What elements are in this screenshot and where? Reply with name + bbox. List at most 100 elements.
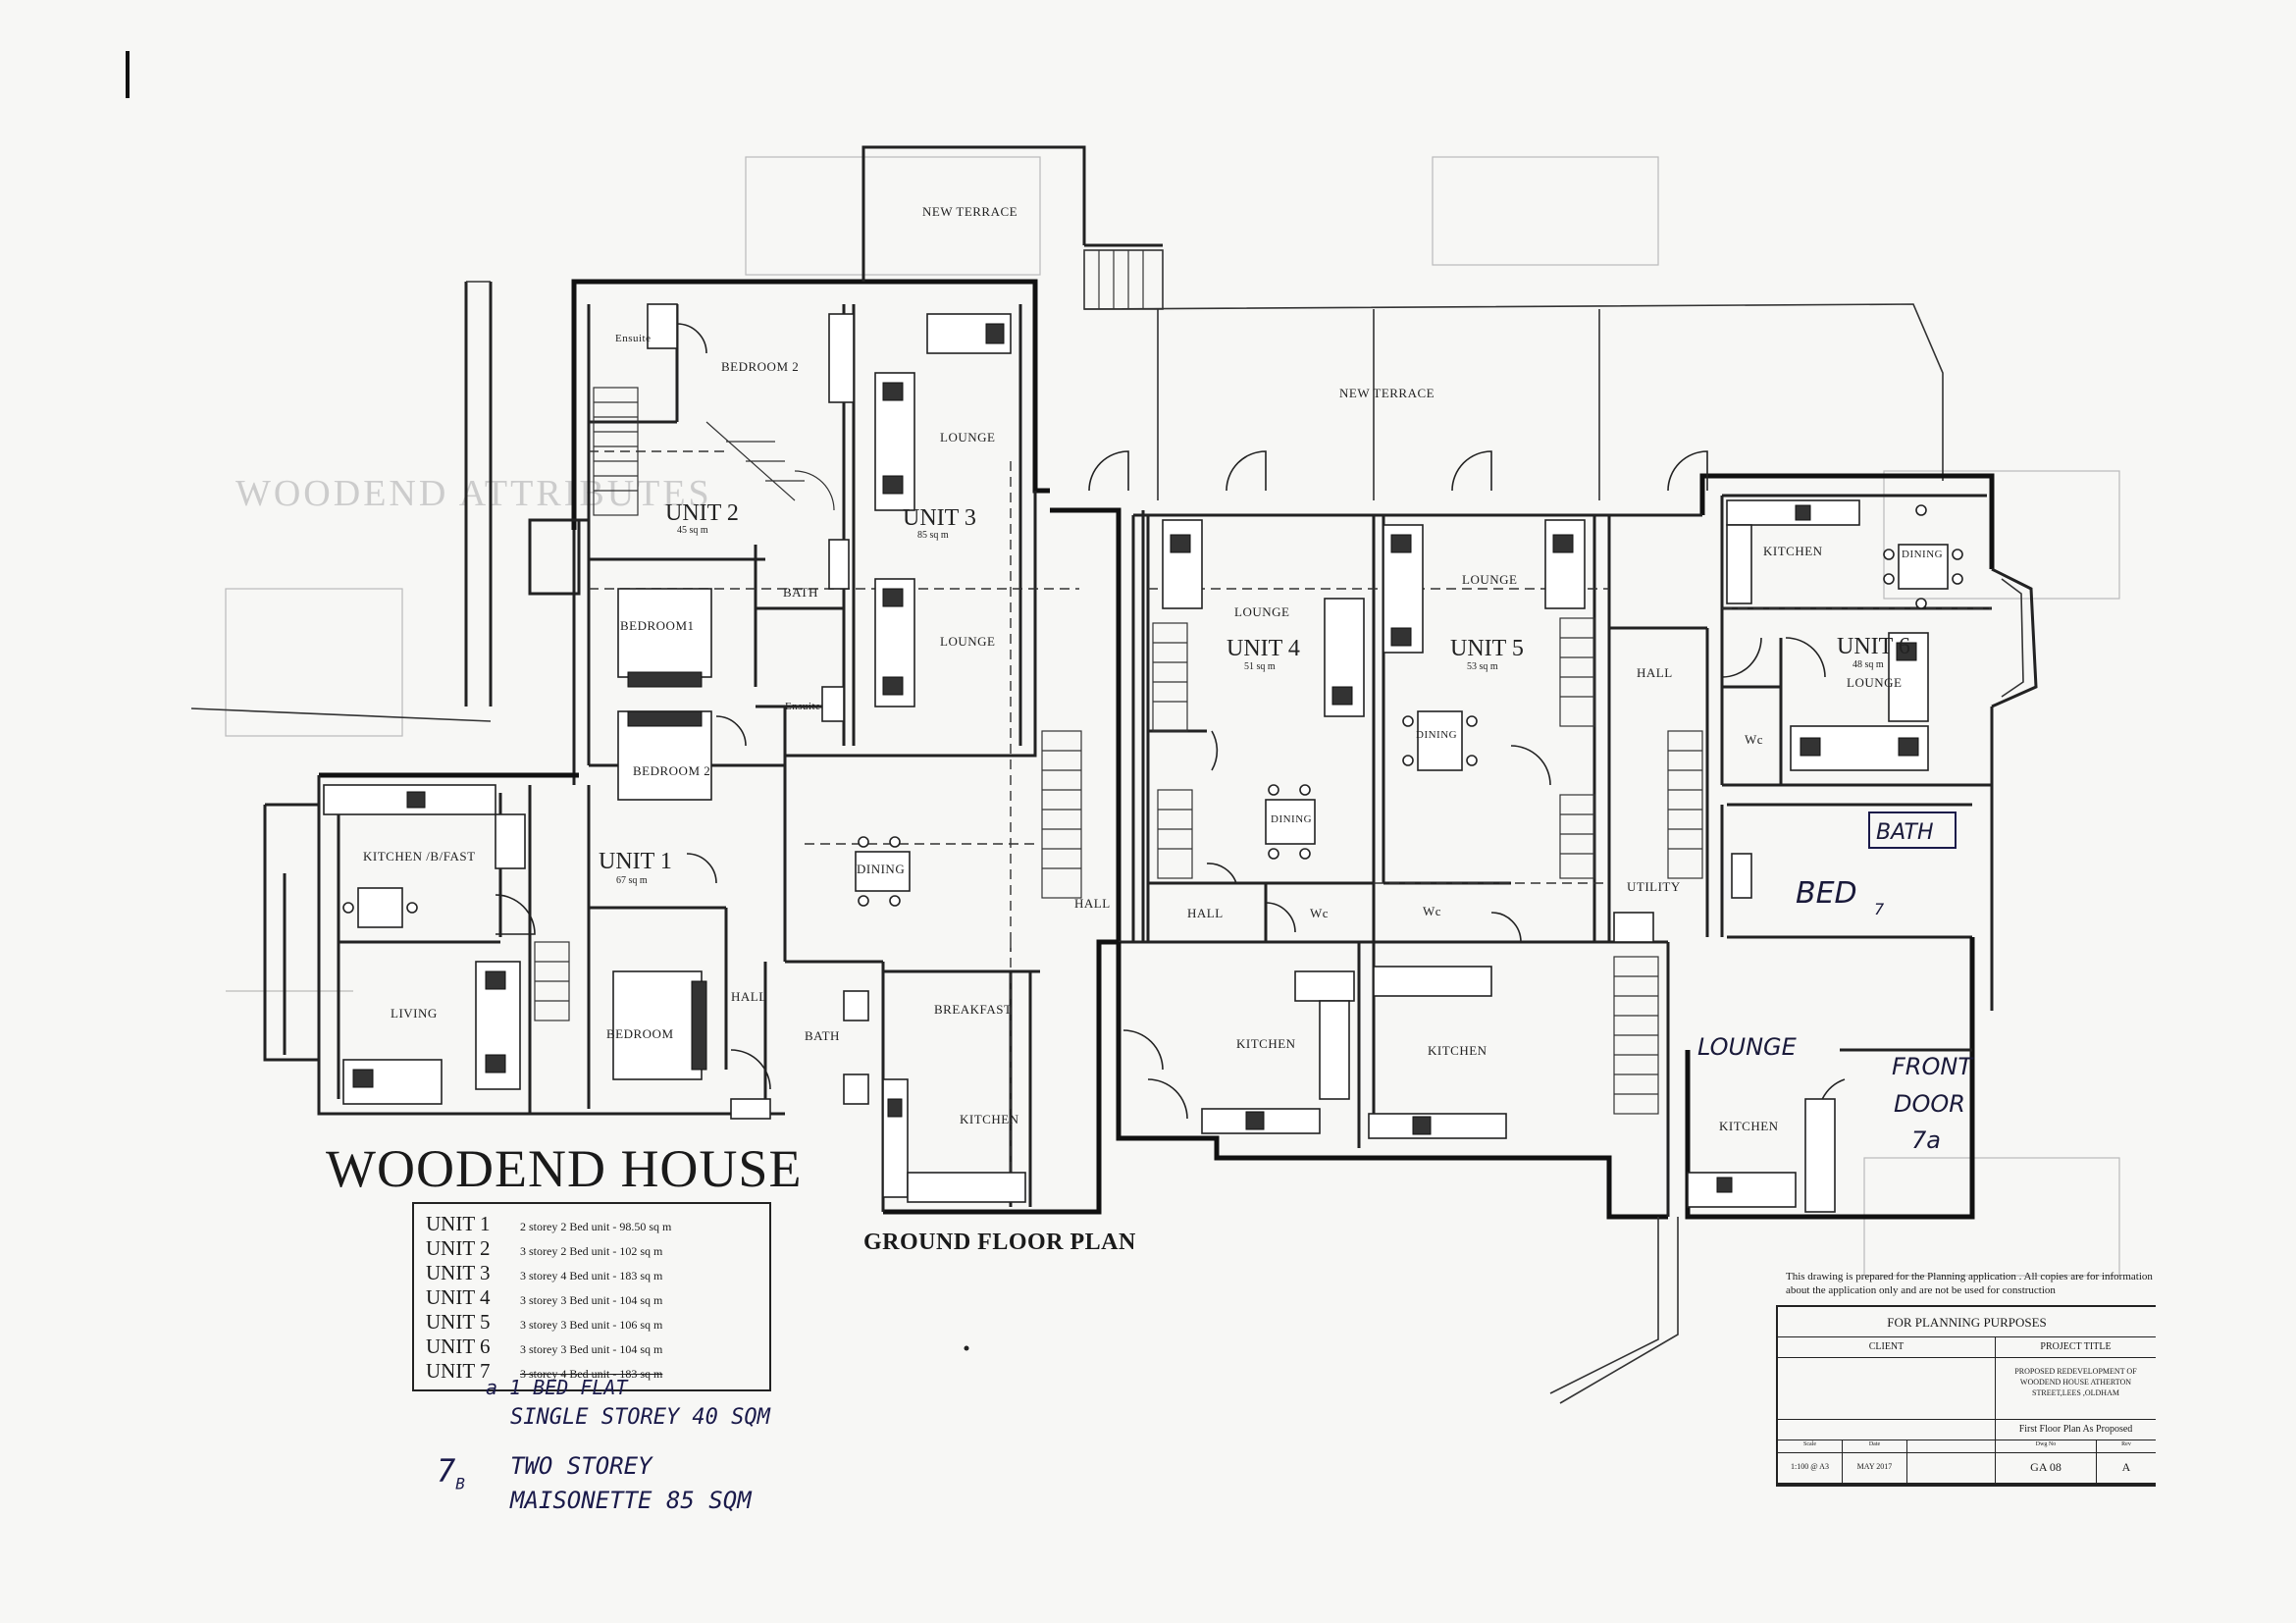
schedule-unit: UNIT 3 bbox=[426, 1261, 491, 1284]
room-new-terrace-right: NEW TERRACE bbox=[1339, 386, 1435, 400]
planning-disclaimer: This drawing is prepared for the Plannin… bbox=[1786, 1271, 2153, 1296]
hand-bed: BED bbox=[1796, 876, 1857, 911]
scale-label: Scale bbox=[1778, 1440, 1843, 1452]
room-breakfast: BREAKFAST bbox=[934, 1002, 1012, 1017]
room-bedroom2-unit1: BEDROOM 2 bbox=[633, 763, 710, 778]
room-kitchen-unit6: KITCHEN bbox=[1763, 544, 1823, 558]
room-ensuite-2: Ensuite bbox=[785, 701, 821, 712]
unit-area-3: 85 sq m bbox=[917, 530, 949, 541]
date-label: Date bbox=[1843, 1440, 1907, 1452]
note-maisonette: MAISONETTE 85 SQM bbox=[510, 1487, 752, 1514]
unit-label-4: UNIT 4 bbox=[1226, 636, 1300, 661]
note-two-storey: TWO STOREY bbox=[510, 1452, 652, 1480]
revision-value: A bbox=[2121, 1460, 2131, 1474]
note-7b-sub: B bbox=[455, 1474, 465, 1493]
room-lounge-unit3-a: LOUNGE bbox=[940, 430, 995, 445]
note-7b-number: 7 bbox=[437, 1452, 456, 1490]
hand-front: FRONT bbox=[1892, 1053, 1974, 1080]
blank-value bbox=[1907, 1453, 1996, 1483]
room-lounge-unit3-b: LOUNGE bbox=[940, 634, 995, 649]
unit-area-4: 51 sq m bbox=[1244, 661, 1276, 672]
schedule-row: UNIT 5 3 storey 3 Bed unit - 106 sq m bbox=[426, 1310, 761, 1335]
schedule-desc: 2 storey 2 Bed unit - 98.50 sq m bbox=[520, 1220, 672, 1233]
unit-area-5: 53 sq m bbox=[1467, 661, 1498, 672]
hand-bed-number: 7 bbox=[1874, 900, 1885, 918]
room-utility: UTILITY bbox=[1627, 879, 1681, 894]
schedule-desc: 3 storey 2 Bed unit - 102 sq m bbox=[520, 1244, 663, 1258]
blank-label bbox=[1907, 1440, 1996, 1452]
room-living: LIVING bbox=[391, 1006, 438, 1021]
hand-door: DOOR bbox=[1894, 1090, 1965, 1118]
schedule-row: UNIT 7 3 storey 4 Bed unit - 183 sq m bbox=[426, 1359, 761, 1384]
unit-area-1: 67 sq m bbox=[616, 875, 648, 886]
schedule-unit: UNIT 2 bbox=[426, 1236, 491, 1260]
room-dining-unit3: DINING bbox=[857, 862, 905, 876]
title-block-body: PROPOSED REDEVELOPMENT OF WOODEND HOUSE … bbox=[1778, 1358, 2156, 1420]
ghost-background-lines bbox=[225, 156, 2120, 1277]
unit-label-6: UNIT 6 bbox=[1837, 634, 1910, 659]
schedule-row: UNIT 3 3 storey 4 Bed unit - 183 sq m bbox=[426, 1261, 761, 1285]
room-lounge-unit4: LOUNGE bbox=[1234, 604, 1289, 619]
room-ensuite-1: Ensuite bbox=[615, 333, 652, 344]
room-lounge-unit6: LOUNGE bbox=[1847, 675, 1902, 690]
schedule-unit: UNIT 6 bbox=[426, 1335, 491, 1358]
for-planning-label: FOR PLANNING PURPOSES bbox=[1887, 1315, 2047, 1330]
stray-dot bbox=[964, 1345, 969, 1351]
client-label: CLIENT bbox=[1778, 1337, 1996, 1357]
schedule-desc: 3 storey 3 Bed unit - 106 sq m bbox=[520, 1318, 663, 1332]
drawing-title: WOODEND HOUSE bbox=[326, 1139, 803, 1198]
title-block-meta-values: 1:100 @ A3 MAY 2017 GA 08 A bbox=[1778, 1453, 2156, 1485]
bath-box bbox=[1868, 812, 1957, 849]
schedule-unit: UNIT 1 bbox=[426, 1212, 491, 1235]
stairs bbox=[534, 387, 1703, 1115]
room-new-terrace-top: NEW TERRACE bbox=[922, 204, 1018, 219]
rev-label: Rev bbox=[2121, 1441, 2131, 1447]
room-hall-unit1: HALL bbox=[731, 989, 767, 1004]
drawing-title-value: First Floor Plan As Proposed bbox=[2018, 1424, 2133, 1435]
project-title-value: PROPOSED REDEVELOPMENT OF WOODEND HOUSE … bbox=[2014, 1367, 2137, 1397]
room-hall-unit6: HALL bbox=[1637, 665, 1673, 680]
schedule-desc-struck: 3 storey 4 Bed unit - 183 sq m bbox=[520, 1367, 663, 1381]
room-kitchen-unit5: KITCHEN bbox=[1428, 1043, 1487, 1058]
hand-7a: 7a bbox=[1911, 1126, 1941, 1154]
dwg-label: Dwg No bbox=[1996, 1440, 2097, 1452]
room-bedroom-unit1: BEDROOM bbox=[606, 1026, 674, 1041]
schedule-desc: 3 storey 3 Bed unit - 104 sq m bbox=[520, 1342, 663, 1356]
schedule-unit: UNIT 4 bbox=[426, 1285, 491, 1309]
unit-label-5: UNIT 5 bbox=[1450, 636, 1524, 661]
title-block-labels: CLIENT PROJECT TITLE bbox=[1778, 1337, 2156, 1358]
unit-area-2: 45 sq m bbox=[677, 525, 708, 536]
client-value bbox=[1778, 1358, 1996, 1419]
room-dining-unit5: DINING bbox=[1416, 729, 1457, 741]
schedule-desc: 3 storey 4 Bed unit - 183 sq m bbox=[520, 1269, 663, 1283]
unit-area-6: 48 sq m bbox=[1852, 659, 1884, 670]
room-kitchen-unit3: KITCHEN bbox=[960, 1112, 1019, 1126]
note-single-storey: SINGLE STOREY 40 SQM bbox=[510, 1405, 770, 1430]
unit-label-2: UNIT 2 bbox=[665, 500, 739, 526]
room-labels: NEW TERRACE NEW TERRACE Ensuite BEDROOM … bbox=[363, 204, 1943, 1133]
project-title-label: PROJECT TITLE bbox=[2040, 1341, 2112, 1352]
room-dining-unit4: DINING bbox=[1271, 813, 1312, 825]
walls bbox=[190, 145, 2038, 1404]
room-bath-unit2: BATH bbox=[783, 585, 818, 600]
doors bbox=[495, 323, 1846, 1129]
room-bedroom1-unit2: BEDROOM1 bbox=[620, 618, 695, 633]
unit-labels: UNIT 1 67 sq m UNIT 2 45 sq m UNIT 3 85 … bbox=[599, 500, 1910, 886]
room-kitchen-bfast: KITCHEN /B/FAST bbox=[363, 849, 476, 864]
title-block-header: FOR PLANNING PURPOSES bbox=[1778, 1307, 2156, 1337]
unit-label-3: UNIT 3 bbox=[903, 505, 976, 531]
room-bath-unit1: BATH bbox=[805, 1028, 840, 1043]
unit-schedule: UNIT 1 2 storey 2 Bed unit - 98.50 sq m U… bbox=[412, 1202, 771, 1391]
room-wc-unit4: Wc bbox=[1310, 906, 1329, 920]
drawing-title-spacer bbox=[1778, 1420, 1996, 1440]
unit-label-1: UNIT 1 bbox=[599, 849, 672, 874]
ghost-watermark-text: WOODEND ATTRIBUTES bbox=[235, 473, 712, 514]
title-block-drawing-row: First Floor Plan As Proposed bbox=[1778, 1420, 2156, 1440]
schedule-unit: UNIT 7 bbox=[426, 1359, 491, 1383]
title-block-meta-labels: Scale Date Dwg No Rev bbox=[1778, 1440, 2156, 1453]
room-hall-unit4: HALL bbox=[1187, 906, 1224, 920]
room-bedroom2-unit2: BEDROOM 2 bbox=[721, 359, 799, 374]
schedule-unit: UNIT 5 bbox=[426, 1310, 491, 1334]
schedule-row: UNIT 6 3 storey 3 Bed unit - 104 sq m bbox=[426, 1335, 761, 1359]
